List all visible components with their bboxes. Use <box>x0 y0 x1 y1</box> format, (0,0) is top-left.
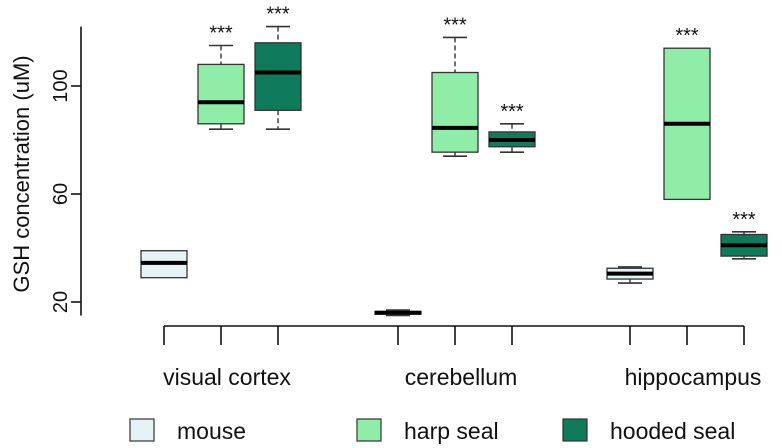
significance-label: *** <box>266 4 290 26</box>
box-1-2: *** <box>663 25 711 201</box>
significance-label: *** <box>500 101 524 123</box>
legend-label: harp seal <box>404 418 499 444</box>
box-2-0: *** <box>254 4 302 130</box>
legend-label: hooded seal <box>610 418 735 444</box>
y-axis-label: GSH concentration (uM) <box>9 55 34 292</box>
legend-swatch <box>562 418 588 442</box>
plot-area: *** *** *** *** *** *** <box>140 4 768 317</box>
legend-label: mouse <box>177 418 246 444</box>
significance-label: *** <box>443 14 467 36</box>
legend-swatch <box>356 418 382 442</box>
box-body <box>254 42 302 111</box>
y-axis: 20 60 100 <box>50 26 82 316</box>
box-0-1 <box>374 309 422 317</box>
category-labels: visual cortex cerebellum hippocampus <box>163 364 761 390</box>
legend-swatch <box>129 418 155 442</box>
y-tick-label-0: 20 <box>50 291 72 313</box>
significance-label: *** <box>732 209 756 231</box>
box-2-1: *** <box>488 101 536 153</box>
significance-label: *** <box>675 25 699 47</box>
category-label-0: visual cortex <box>163 364 291 390</box>
box-2-2: *** <box>720 209 768 260</box>
y-tick-label-1: 60 <box>50 183 72 205</box>
box-1-0: *** <box>197 23 245 130</box>
significance-label: *** <box>209 23 233 45</box>
box-0-2 <box>606 266 654 284</box>
category-label-1: cerebellum <box>405 364 518 390</box>
legend: mouse harp seal hooded seal <box>129 418 735 444</box>
y-tick-label-2: 100 <box>50 69 72 102</box>
box-1-1: *** <box>431 14 479 157</box>
category-label-2: hippocampus <box>625 364 762 390</box>
legend-item-0: mouse <box>129 418 246 444</box>
x-axis <box>163 325 745 345</box>
legend-item-1: harp seal <box>356 418 499 444</box>
box-body <box>431 71 479 153</box>
legend-item-2: hooded seal <box>562 418 735 444</box>
box-0-0 <box>140 250 188 279</box>
box-body <box>197 63 245 125</box>
